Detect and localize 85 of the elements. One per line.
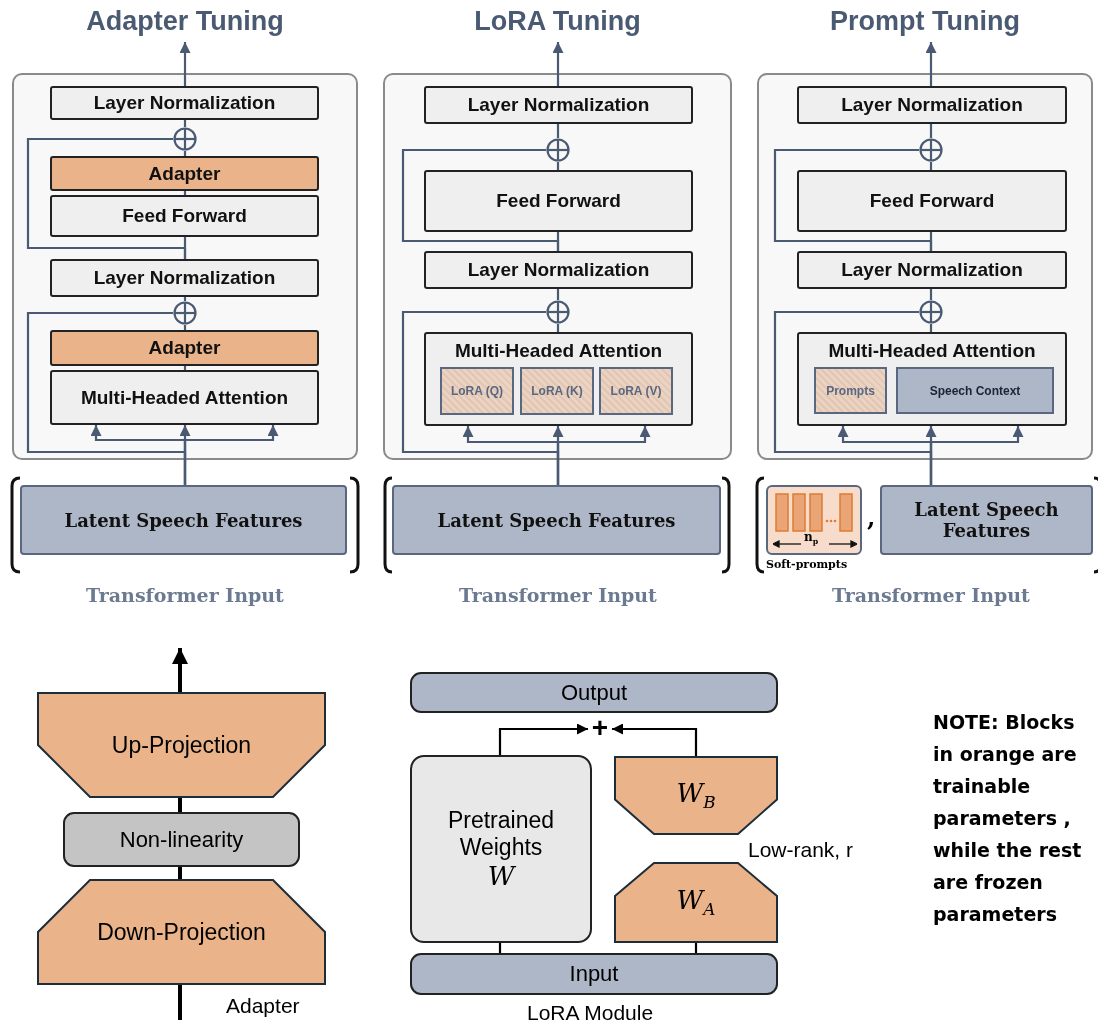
trainable-block: Adapter — [50, 156, 319, 191]
process-box: Layer Normalization — [50, 259, 319, 297]
low-rank-block: W$_{A}$ — [614, 862, 778, 943]
module-caption: Adapter — [226, 994, 300, 1018]
connector-line — [694, 943, 698, 953]
block-heading: Multi-Headed Attention — [453, 340, 664, 362]
connector-line — [26, 137, 187, 259]
connector-line — [178, 798, 182, 812]
input-feature-box: Latent Speech Features — [392, 485, 721, 555]
connector-line — [556, 124, 560, 138]
projection-block: Up-Projection — [37, 692, 326, 798]
block-heading: Multi-Headed Attention — [827, 340, 1037, 362]
connector-line — [401, 310, 560, 485]
connector-line — [401, 148, 560, 251]
process-box: Layer Normalization — [424, 86, 693, 124]
connector-line — [183, 151, 187, 156]
section-caption: Transformer Input — [832, 584, 1030, 606]
process-box: Layer Normalization — [50, 86, 319, 120]
separator-comma: , — [867, 503, 876, 532]
connector-line — [183, 325, 187, 330]
connector-line — [556, 162, 560, 170]
connector-line — [773, 148, 933, 251]
connector-line — [183, 297, 187, 301]
low-rank-block: W$_{B}$ — [614, 756, 778, 835]
sum-circle-icon — [546, 138, 570, 162]
arrow — [179, 42, 191, 86]
connector-line — [178, 867, 182, 879]
panel-title: LoRA Tuning — [473, 6, 642, 37]
process-box: Feed Forward — [424, 170, 693, 232]
process-box: Layer Normalization — [424, 251, 693, 289]
connector-line — [183, 366, 187, 370]
dimension-label: n$_{p}$ — [804, 530, 819, 547]
dimension-label: Low-rank, r — [748, 838, 854, 862]
sum-circle-icon — [173, 301, 197, 325]
process-box: Multi-Headed Attention — [50, 370, 319, 425]
connector-line — [26, 311, 187, 485]
connector-line — [183, 191, 187, 195]
context-block: Speech Context — [896, 367, 1054, 414]
hatched-block: LoRA (K) — [520, 367, 594, 415]
sum-circle-icon — [173, 127, 197, 151]
input-feature-box: Latent Speech Features — [20, 485, 347, 555]
connector-line — [773, 310, 933, 485]
arrow — [498, 723, 588, 755]
io-bar: Output — [410, 672, 778, 713]
node-label: Soft-prompts — [766, 558, 848, 571]
connector-line — [556, 289, 560, 300]
hatched-block: Prompts — [814, 367, 887, 414]
connector-line — [498, 943, 502, 953]
arrow — [925, 42, 937, 86]
connector-line — [929, 162, 933, 170]
connector-line — [929, 289, 933, 300]
math-symbol: W — [487, 861, 515, 891]
panel-title: Prompt Tuning — [829, 6, 1021, 37]
hatched-block: LoRA (Q) — [440, 367, 514, 415]
trainable-block: Adapter — [50, 330, 319, 366]
arrow — [172, 648, 188, 692]
connector-line — [556, 324, 560, 332]
attention-block — [424, 332, 693, 426]
arrow — [612, 723, 698, 756]
process-box: Feed Forward — [797, 170, 1067, 232]
arrow — [552, 42, 564, 86]
connector-line — [929, 324, 933, 332]
hatched-block: LoRA (V) — [599, 367, 673, 415]
process-box: Feed Forward — [50, 195, 319, 237]
input-feature-box: Latent Speech Features — [880, 485, 1093, 555]
sum-circle-icon — [546, 300, 570, 324]
block-text: Pretrained Weights — [446, 807, 556, 861]
sum-circle-icon — [919, 300, 943, 324]
module-caption: LoRA Module — [527, 1001, 654, 1025]
attention-block — [797, 332, 1067, 426]
io-bar: Input — [410, 953, 778, 995]
weights-box — [410, 755, 592, 943]
connector-line — [178, 985, 182, 1020]
note-text: NOTE: Blocks in orange are trainable parameters , while the rest are frozen parameters — [933, 710, 1083, 927]
section-caption: Transformer Input — [459, 584, 657, 606]
projection-block: Down-Projection — [37, 879, 326, 985]
connector-line — [929, 124, 933, 138]
section-caption: Transformer Input — [86, 584, 284, 606]
plus-sign: + — [588, 712, 612, 744]
activation-box: Non-linearity — [63, 812, 300, 867]
connector-line — [183, 120, 187, 127]
process-box: Layer Normalization — [797, 251, 1067, 289]
process-box: Layer Normalization — [797, 86, 1067, 124]
sum-circle-icon — [919, 138, 943, 162]
panel-title: Adapter Tuning — [85, 6, 285, 37]
